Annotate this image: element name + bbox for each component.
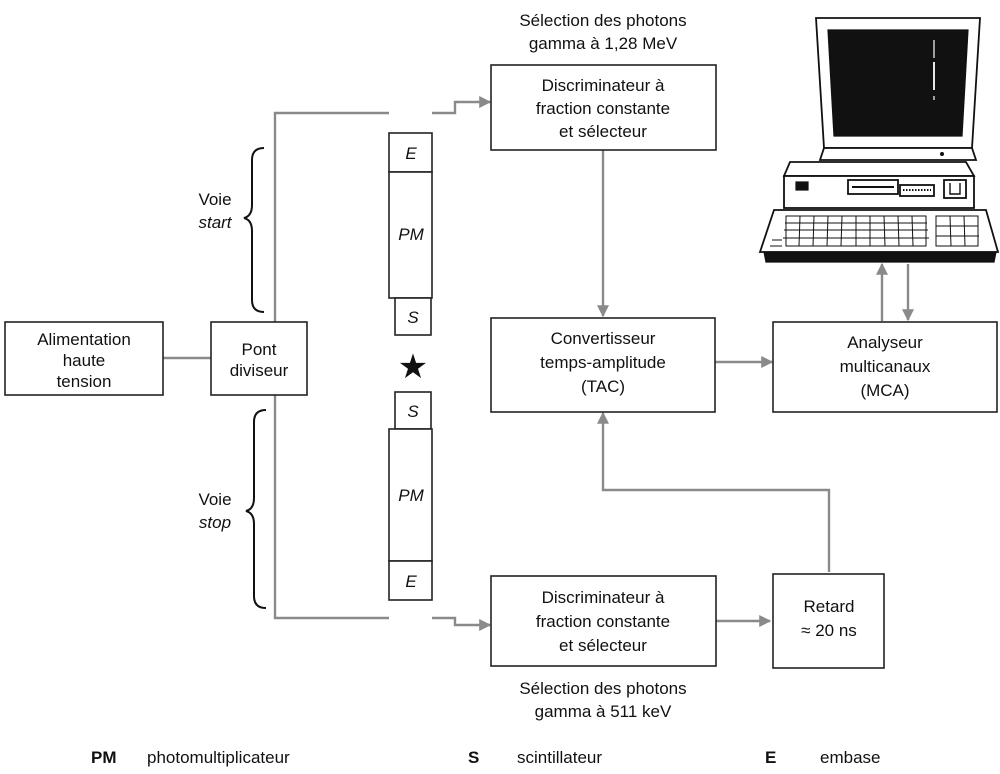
- discri-top-line-3: et sélecteur: [559, 122, 647, 141]
- voie-start-line-2: start: [198, 213, 232, 232]
- legend-abbr-e: E: [765, 748, 776, 767]
- legend: PM photomultiplicateur S scintillateur E…: [91, 748, 880, 767]
- legend-text-pm: photomultiplicateur: [147, 748, 290, 767]
- legend-text-e: embase: [820, 748, 880, 767]
- voie-start-line-1: Voie: [198, 190, 231, 209]
- legend-abbr-s: S: [468, 748, 479, 767]
- selection-top-line-1: Sélection des photons: [519, 11, 686, 30]
- block-tac: Convertisseur temps-amplitude (TAC): [490, 317, 716, 413]
- wire-divider-to-stop-embase: [273, 395, 389, 620]
- detector-top-embase: E: [405, 144, 417, 163]
- discri-bottom-line-1: Discriminateur à: [542, 588, 665, 607]
- alimentation-line-1: Alimentation: [37, 330, 131, 349]
- block-mca: Analyseur multicanaux (MCA): [772, 321, 998, 413]
- brace-stop: [245, 409, 267, 609]
- pont-line-1: Pont: [242, 340, 277, 359]
- voie-stop-line-2: stop: [199, 513, 231, 532]
- tac-line-3: (TAC): [581, 377, 625, 396]
- block-alimentation: Alimentation haute tension: [4, 321, 164, 396]
- wire-stop-to-discri: [432, 616, 492, 631]
- selection-bottom-line-1: Sélection des photons: [519, 679, 686, 698]
- mca-line-3: (MCA): [860, 381, 909, 400]
- detector-bottom-scintillator: S: [407, 402, 419, 421]
- alimentation-line-2: haute: [63, 351, 106, 370]
- star-icon: ★: [398, 348, 428, 386]
- tac-line-1: Convertisseur: [551, 329, 656, 348]
- tac-line-2: temps-amplitude: [540, 353, 666, 372]
- block-pont-diviseur: Pont diviseur: [210, 321, 308, 396]
- wire-retard-to-tac: [597, 411, 831, 572]
- discri-bottom-line-2: fraction constante: [536, 612, 670, 631]
- detector-top-scintillator: S: [407, 308, 419, 327]
- legend-text-s: scintillateur: [517, 748, 602, 767]
- block-discriminateur-top: Discriminateur à fraction constante et s…: [490, 64, 717, 151]
- wires: [163, 96, 914, 631]
- voie-stop-line-1: Voie: [198, 490, 231, 509]
- pont-line-2: diviseur: [230, 361, 289, 380]
- detector-top: E PM S: [388, 132, 433, 336]
- discri-top-line-2: fraction constante: [536, 99, 670, 118]
- computer-icon: [758, 17, 1000, 263]
- detector-bottom-pm: PM: [398, 486, 424, 505]
- alimentation-line-3: tension: [57, 372, 112, 391]
- discri-top-line-1: Discriminateur à: [542, 76, 665, 95]
- brace-start: [243, 147, 265, 313]
- wire-start-to-discri: [432, 96, 492, 115]
- selection-top-line-2: gamma à 1,28 MeV: [529, 34, 678, 53]
- mca-line-1: Analyseur: [847, 333, 923, 352]
- legend-abbr-pm: PM: [91, 748, 117, 767]
- detector-bottom-embase: E: [405, 572, 417, 591]
- discri-bottom-line-3: et sélecteur: [559, 636, 647, 655]
- detector-bottom: S PM E: [388, 391, 433, 601]
- block-retard: Retard ≈ 20 ns: [772, 573, 885, 669]
- mca-line-2: multicanaux: [840, 357, 931, 376]
- block-discriminateur-bottom: Discriminateur à fraction constante et s…: [490, 575, 717, 667]
- detector-top-pm: PM: [398, 225, 424, 244]
- retard-line-2: ≈ 20 ns: [801, 621, 857, 640]
- selection-bottom-line-2: gamma à 511 keV: [535, 702, 672, 721]
- retard-line-1: Retard: [803, 597, 854, 616]
- wire-divider-to-start-embase: [273, 111, 389, 322]
